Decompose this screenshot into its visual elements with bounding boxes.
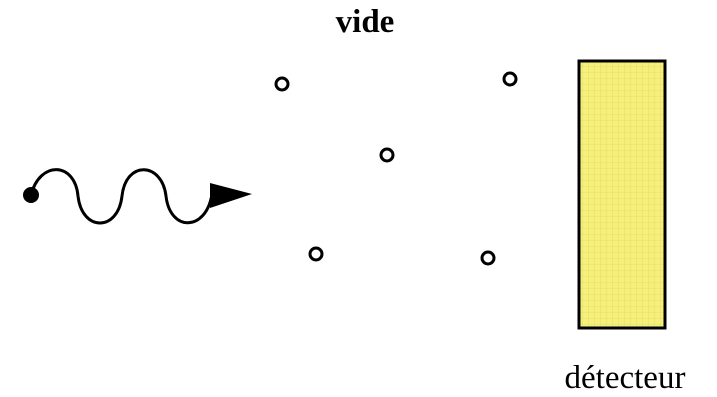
wave-path xyxy=(29,168,214,225)
vacuum-label: vide xyxy=(335,4,395,40)
particle-circle-icon xyxy=(308,246,324,262)
wavy-arrow-icon xyxy=(23,168,252,225)
particle-circle-icon xyxy=(480,250,496,266)
arrow-head xyxy=(210,183,252,208)
particles xyxy=(274,71,518,266)
particle-circle-icon xyxy=(274,76,290,92)
particle-circle-icon xyxy=(502,71,518,87)
detector-panel xyxy=(577,59,667,330)
particle-circle-icon xyxy=(379,147,395,163)
detector-label: détecteur xyxy=(564,360,686,396)
